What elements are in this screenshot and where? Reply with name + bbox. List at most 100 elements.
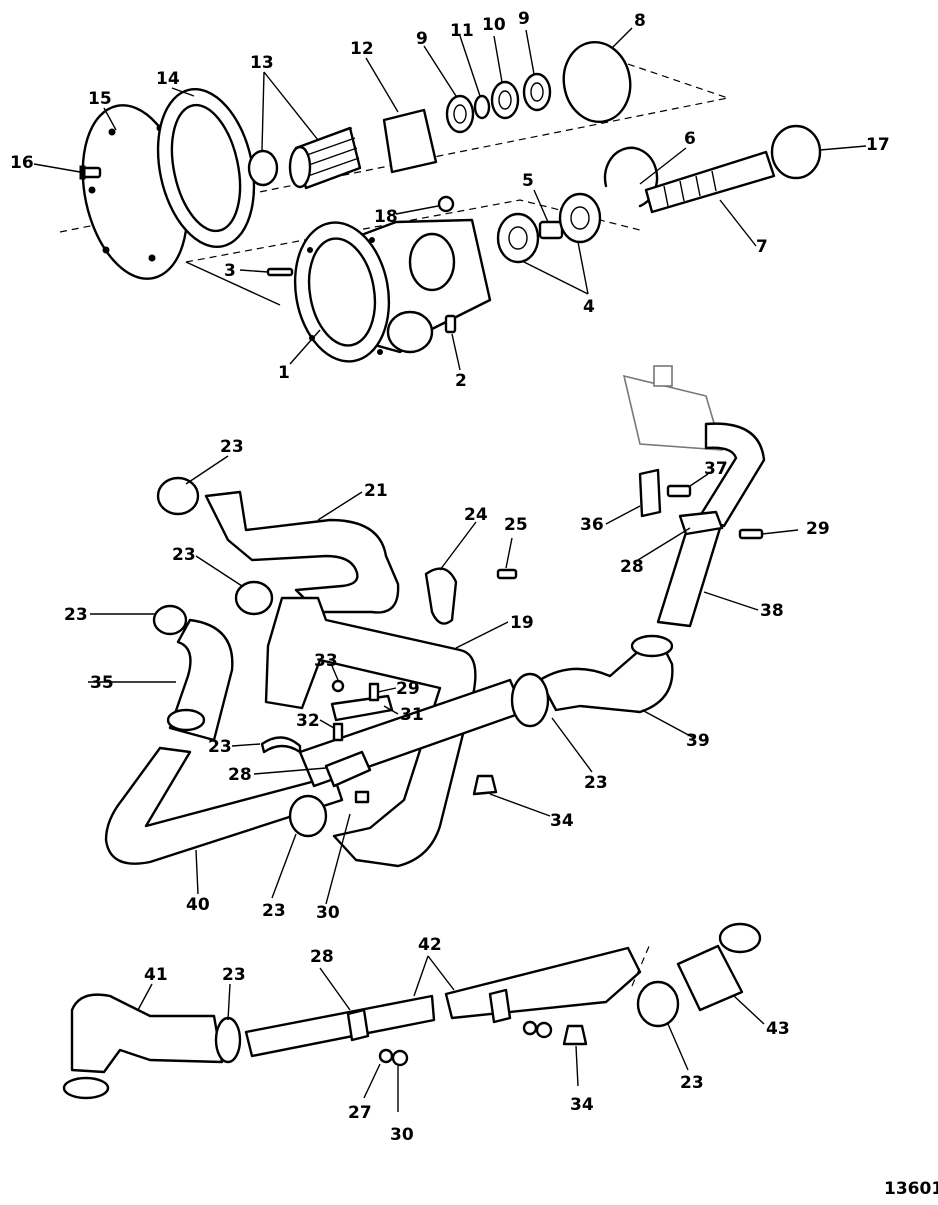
hose-clamp: [156, 476, 200, 516]
callout-21: 21: [364, 481, 388, 501]
callout-34a: 34: [550, 811, 574, 831]
tube-bracket: [324, 750, 372, 788]
callout-17: 17: [866, 135, 890, 155]
hose-clamp: [214, 1016, 242, 1064]
callout-23b: 23: [172, 545, 196, 565]
pump-assembly-group: [59, 40, 822, 363]
nut: [535, 1021, 553, 1039]
washer-27: [378, 1048, 394, 1064]
callout-29a: 29: [396, 679, 420, 699]
hose-clamp: [718, 922, 762, 954]
impeller: [247, 126, 362, 190]
callout-28b: 28: [620, 557, 644, 577]
callout-36: 36: [580, 515, 604, 535]
callout-30a: 30: [316, 903, 340, 923]
callout-35: 35: [90, 673, 114, 693]
tube-bracket: [678, 510, 724, 536]
bracket-36: [638, 468, 662, 518]
callout-34b: 34: [570, 1095, 594, 1115]
callout-23e: 23: [262, 901, 286, 921]
callout-28a: 28: [228, 765, 252, 785]
clip-screw-25: [496, 568, 518, 580]
callout-37: 37: [704, 459, 728, 479]
hose-clamp: [630, 634, 674, 658]
coupler-43: [676, 944, 744, 1012]
nut-30: [391, 1049, 409, 1067]
callout-16: 16: [10, 153, 34, 173]
o-ring-large: [562, 40, 632, 124]
callout-29b: 29: [806, 519, 830, 539]
callout-41: 41: [144, 965, 168, 985]
bolt-29: [368, 682, 380, 702]
nut-33: [331, 679, 345, 693]
hose-clip-24: [424, 567, 458, 625]
callout-6: 6: [684, 129, 696, 149]
o-ring-shaft: [770, 124, 822, 180]
fitting-34: [472, 774, 498, 796]
callout-23a: 23: [220, 437, 244, 457]
callout-30b: 30: [390, 1125, 414, 1145]
callout-4: 4: [583, 297, 595, 317]
callout-9b: 9: [518, 9, 530, 29]
callout-23g: 23: [222, 965, 246, 985]
callout-19: 19: [510, 613, 534, 633]
callout-27: 27: [348, 1103, 372, 1123]
seal-stack: [445, 72, 552, 134]
hose-clamp: [234, 580, 274, 616]
hose-u-40: [104, 746, 344, 865]
callout-42: 42: [418, 935, 442, 955]
nut-30: [354, 790, 370, 804]
callout-11: 11: [450, 21, 474, 41]
shaft-bearings: [496, 192, 602, 264]
housing-screw: [444, 314, 457, 334]
callout-12: 12: [350, 39, 374, 59]
callout-3: 3: [224, 261, 236, 281]
callout-28c: 28: [310, 947, 334, 967]
hose-clamp: [152, 604, 188, 636]
hose-clamp: [62, 1076, 110, 1100]
callout-23f: 23: [584, 773, 608, 793]
callout-13: 13: [250, 53, 274, 73]
callout-2: 2: [455, 371, 467, 391]
callout-9a: 9: [416, 29, 428, 49]
hose-clamp: [260, 736, 302, 754]
hose-assembly-group: [104, 365, 766, 868]
elbow-hose-41: [70, 993, 224, 1074]
callout-14: 14: [156, 69, 180, 89]
callout-10: 10: [482, 15, 506, 35]
callout-43: 43: [766, 1019, 790, 1039]
outlet-tube-group: [62, 922, 762, 1100]
hose-clamp: [288, 794, 328, 838]
thermostat-housing: [622, 365, 766, 528]
callout-18: 18: [374, 207, 398, 227]
hose-outlet-39: [538, 646, 674, 714]
cover-gasket: [156, 87, 256, 249]
alignment-plane-edge: [185, 261, 281, 306]
fitting-34b: [562, 1024, 588, 1046]
pump-shaft: [644, 150, 776, 214]
hose-clamps: [152, 476, 674, 838]
hose-loop-19: [264, 596, 477, 868]
alignment-line: [631, 943, 651, 987]
callout-24: 24: [464, 505, 488, 525]
hose-clamp: [636, 980, 680, 1028]
hose-crossover-21: [204, 490, 400, 614]
callout-labels: 1 2 3 4 5 6 7 8 9 9 10 11 12 13 14 15 16…: [10, 9, 938, 1199]
hose-clamp: [166, 708, 206, 732]
bolt-37: [666, 484, 692, 498]
tube-bracket: [488, 988, 512, 1024]
callout-7: 7: [756, 237, 768, 257]
callout-15: 15: [88, 89, 112, 109]
pump-housing: [293, 218, 492, 363]
callout-25: 25: [504, 515, 528, 535]
callout-32: 32: [296, 711, 320, 731]
callout-23h: 23: [680, 1073, 704, 1093]
callout-31: 31: [400, 705, 424, 725]
locating-pin: [266, 267, 294, 277]
callout-23c: 23: [64, 605, 88, 625]
wear-plate: [382, 108, 438, 174]
callout-23d: 23: [208, 737, 232, 757]
callout-38: 38: [760, 601, 784, 621]
